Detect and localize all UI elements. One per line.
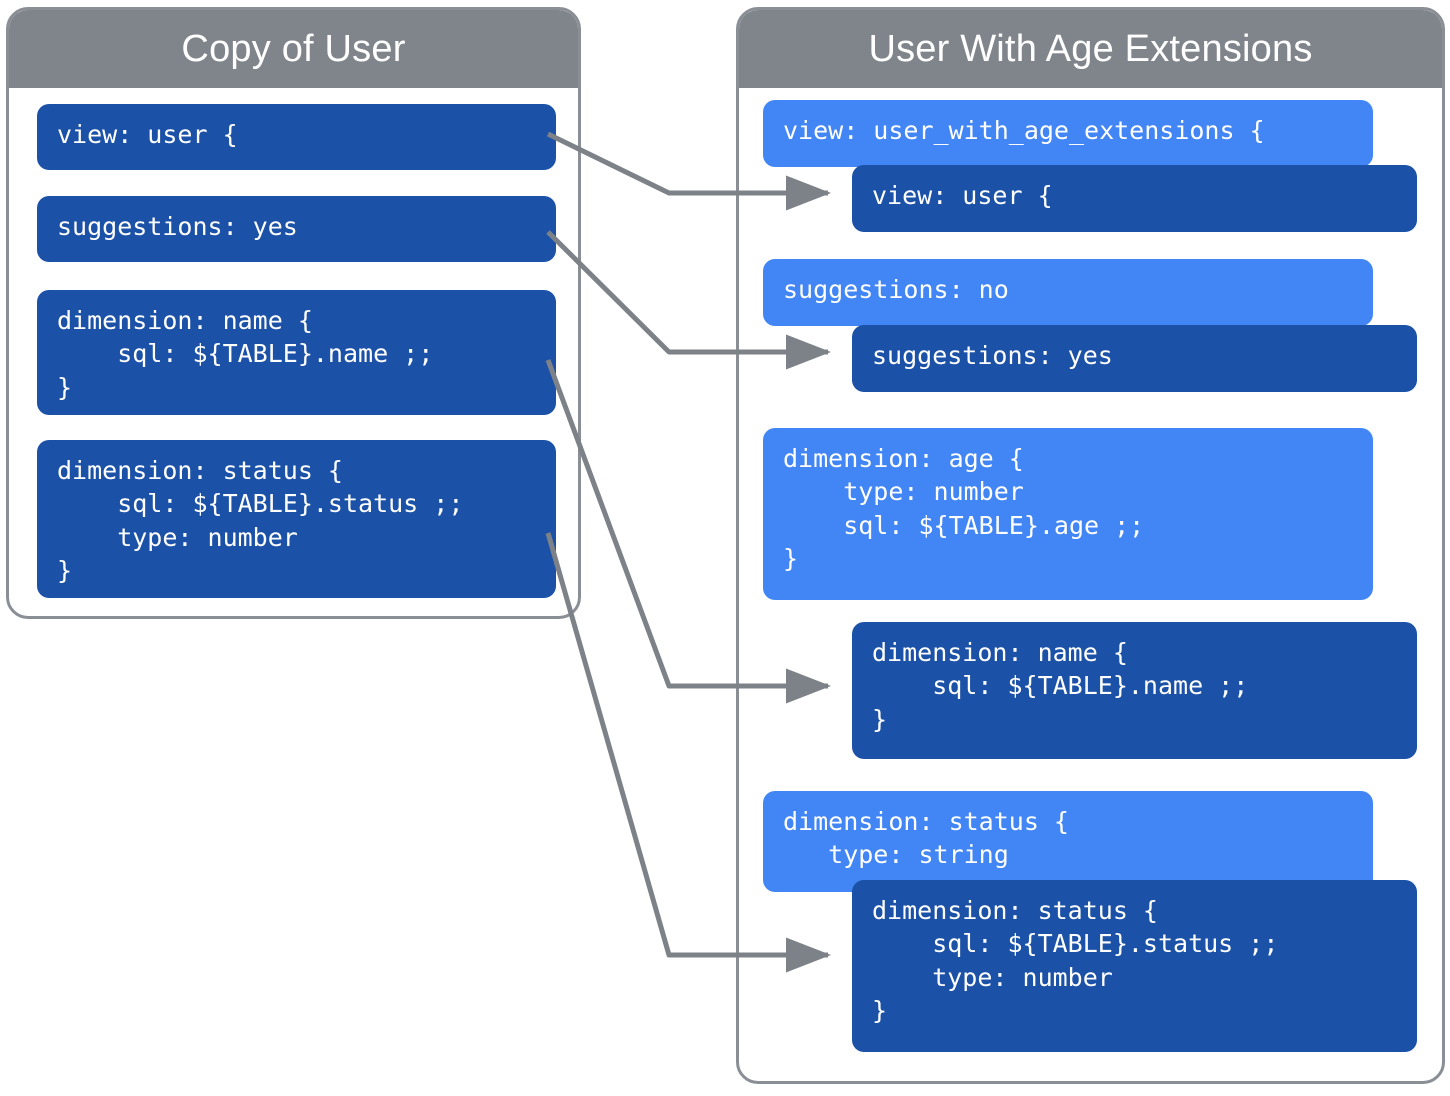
code-block-dimension-name: dimension: name { sql: ${TABLE}.name ;; … (37, 290, 556, 415)
code-block-dimension-status-override: dimension: status { type: string (763, 791, 1373, 892)
code-block-suggestions-override: suggestions: no (763, 259, 1373, 326)
code-block-dimension-status: dimension: status { sql: ${TABLE}.status… (37, 440, 556, 598)
code-block-suggestions-setting: suggestions: yes (37, 196, 556, 262)
panel-user-with-age-extensions: User With Age Extensions view: user_with… (736, 7, 1445, 1084)
code-block-dimension-status-inherited: dimension: status { sql: ${TABLE}.status… (852, 880, 1417, 1052)
code-block-view-declaration-inherited: view: user { (852, 165, 1417, 232)
panel-left-title: Copy of User (181, 27, 406, 70)
panel-right-header: User With Age Extensions (739, 10, 1442, 88)
panel-right-title: User With Age Extensions (868, 27, 1313, 70)
panel-copy-of-user: Copy of User view: user { suggestions: y… (6, 7, 581, 619)
code-block-dimension-age-new: dimension: age { type: number sql: ${TAB… (763, 428, 1373, 600)
code-block-dimension-name-inherited: dimension: name { sql: ${TABLE}.name ;; … (852, 622, 1417, 759)
panel-left-header: Copy of User (9, 10, 578, 88)
code-block-view-declaration: view: user { (37, 104, 556, 170)
code-block-suggestions-inherited: suggestions: yes (852, 325, 1417, 392)
code-block-view-declaration-extension: view: user_with_age_extensions { (763, 100, 1373, 167)
